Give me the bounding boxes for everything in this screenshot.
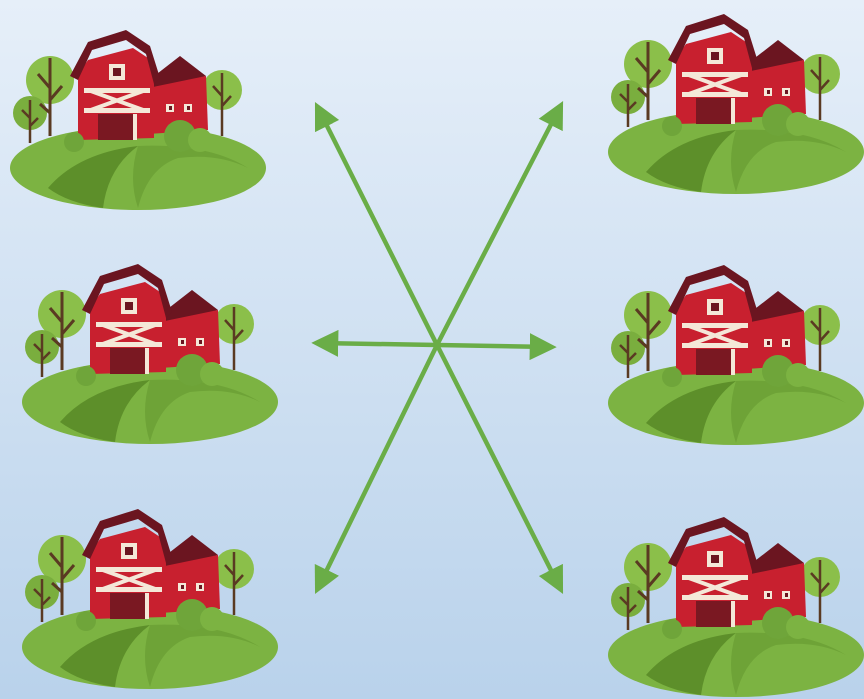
arrow-to-middle-left bbox=[318, 343, 437, 345]
arrow-to-middle-right bbox=[437, 345, 550, 347]
arrow-to-bottom-left bbox=[318, 345, 437, 588]
arrow-to-top-left bbox=[318, 108, 437, 345]
arrow-to-bottom-right bbox=[437, 345, 560, 588]
arrow-to-top-right bbox=[437, 107, 560, 345]
